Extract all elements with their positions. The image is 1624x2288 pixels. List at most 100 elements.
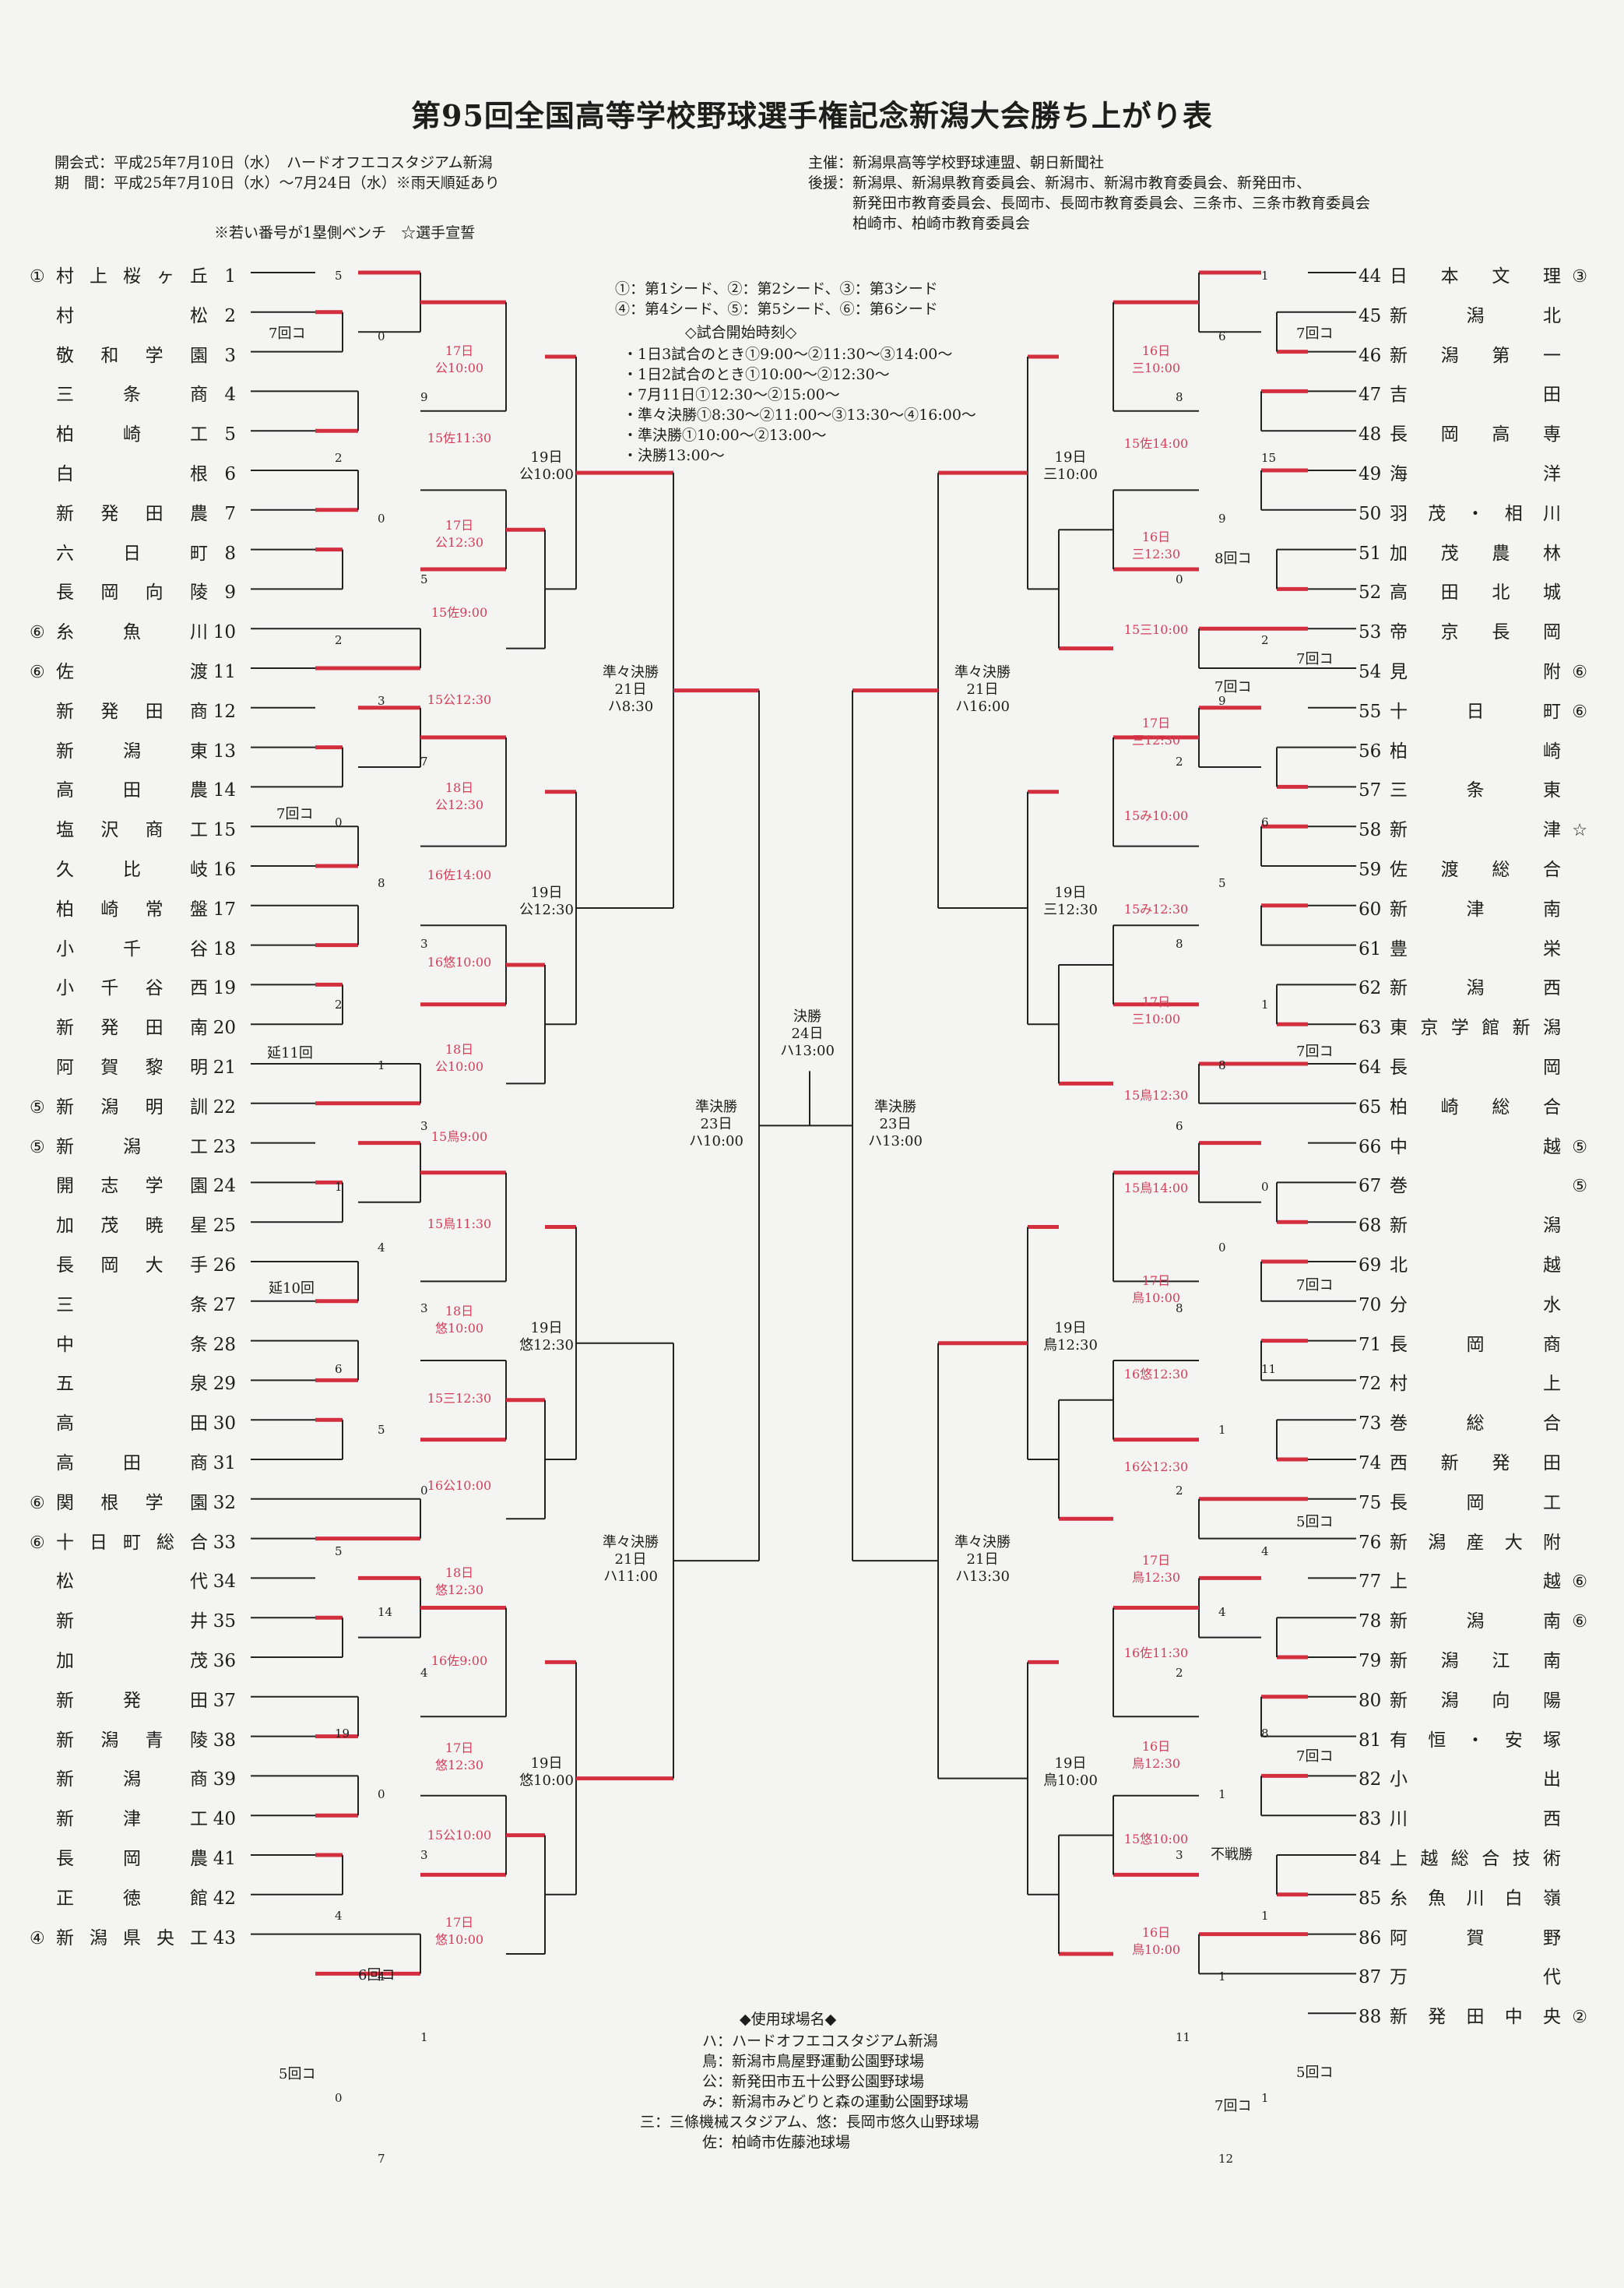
team-name: 糸魚川白嶺 (1390, 1888, 1561, 1909)
game-note: 7回コ (1296, 326, 1334, 342)
team-name: 長岡高専 (1390, 424, 1561, 445)
team-name: 新発田 (56, 1690, 208, 1711)
seed-mark: ① (30, 267, 45, 287)
match-info: 18日 公10:00 (434, 1041, 484, 1074)
team-name: 西新発田 (1390, 1453, 1561, 1473)
team-number: 36 (213, 1651, 236, 1671)
match-info: 17日 三12:30 (1131, 715, 1181, 748)
match-info: 15公12:30 (427, 692, 492, 708)
team-name: 万代 (1390, 1967, 1561, 1988)
team-number: 58 (1359, 820, 1382, 841)
team-name: 新発田南 (56, 1018, 208, 1039)
score-value: 5 (1218, 876, 1226, 890)
team-name: 開志学園 (56, 1176, 208, 1197)
score-value: 4 (378, 1969, 385, 1984)
score-value: 1 (378, 1058, 385, 1072)
team-name: 新潟東 (56, 741, 208, 762)
match-info: 18日 公12:30 (434, 780, 484, 812)
team-number: 2 (224, 305, 236, 326)
venue-1: ハ：ハードオフエコスタジアム新潟 (702, 2033, 938, 2050)
score-value: 2 (335, 451, 343, 465)
team-number: 64 (1359, 1058, 1382, 1078)
game-note: 5回コ (1296, 1514, 1334, 1530)
team-name: 日本文理 (1390, 266, 1561, 287)
team-number: 60 (1359, 899, 1382, 920)
match-info: 16日 鳥10:00 (1131, 1924, 1181, 1957)
score-value: 0 (378, 329, 385, 343)
team-name: 有恒・安塚 (1390, 1730, 1561, 1751)
match-info: 15鳥14:00 (1123, 1181, 1189, 1195)
score-value: 4 (335, 1909, 343, 1923)
score-value: 1 (1218, 1787, 1226, 1801)
score-value: 3 (420, 937, 428, 951)
team-number: 16 (213, 860, 236, 880)
score-value: 12 (1218, 2152, 1234, 2166)
team-number: 57 (1359, 780, 1382, 801)
team-number: 71 (1359, 1334, 1382, 1355)
score-value: 0 (378, 1787, 385, 1801)
team-name: 上越総合技術 (1390, 1849, 1561, 1869)
team-number: 20 (213, 1018, 236, 1039)
seed-mark: ⑥ (1572, 1612, 1587, 1632)
team-number: 26 (213, 1255, 236, 1276)
team-number: 19 (213, 978, 236, 999)
score-value: 0 (335, 815, 343, 829)
match-info: 16日 三12:30 (1131, 529, 1181, 561)
team-number: 30 (213, 1413, 236, 1434)
start-time-6: ・決勝13:00〜 (623, 447, 725, 464)
team-name: 加茂 (56, 1651, 208, 1671)
team-name: 新潟明訓 (56, 1096, 208, 1118)
score-value: 15 (1261, 451, 1277, 465)
score-value: 0 (1218, 1241, 1226, 1255)
score-value: 8 (1218, 1058, 1226, 1072)
start-time-1: ・1日3試合のとき①9:00〜②11:30〜③14:00〜 (623, 346, 953, 363)
match-info: 16佐14:00 (427, 867, 492, 882)
match-info: 17日 公12:30 (434, 518, 484, 551)
score-value: 7 (420, 755, 428, 769)
team-number: 13 (213, 741, 236, 762)
seed-mark: ⑥ (1572, 663, 1587, 682)
team-number: 51 (1359, 543, 1382, 564)
team-name: 柏崎工 (56, 424, 208, 445)
score-value: 14 (378, 1605, 393, 1619)
team-name: 長岡商 (1390, 1334, 1561, 1355)
start-time-4: ・準々決勝①8:30〜②11:00〜③13:30〜④16:00〜 (623, 407, 976, 424)
organizer-info: 主催：新潟県高等学校野球連盟、朝日新聞社 (808, 154, 1105, 171)
team-number: 67 (1359, 1176, 1382, 1197)
team-number: 7 (224, 503, 236, 524)
round-label-sf: 準決勝 23日 ハ13:00 (868, 1099, 923, 1150)
team-number: 21 (213, 1058, 236, 1078)
match-info: 16公12:30 (1123, 1459, 1189, 1475)
team-name: 村上桜ヶ丘 (56, 266, 208, 287)
venue-2: 鳥：新潟市鳥屋野運動公園野球場 (702, 2053, 925, 2070)
team-number: 81 (1359, 1730, 1382, 1751)
team-name: 長岡農 (56, 1849, 208, 1869)
team-name: 正徳館 (56, 1888, 208, 1909)
match-info: 16悠12:30 (1123, 1366, 1189, 1382)
team-name: 小千谷西 (56, 978, 208, 999)
team-number: 63 (1359, 1018, 1382, 1039)
